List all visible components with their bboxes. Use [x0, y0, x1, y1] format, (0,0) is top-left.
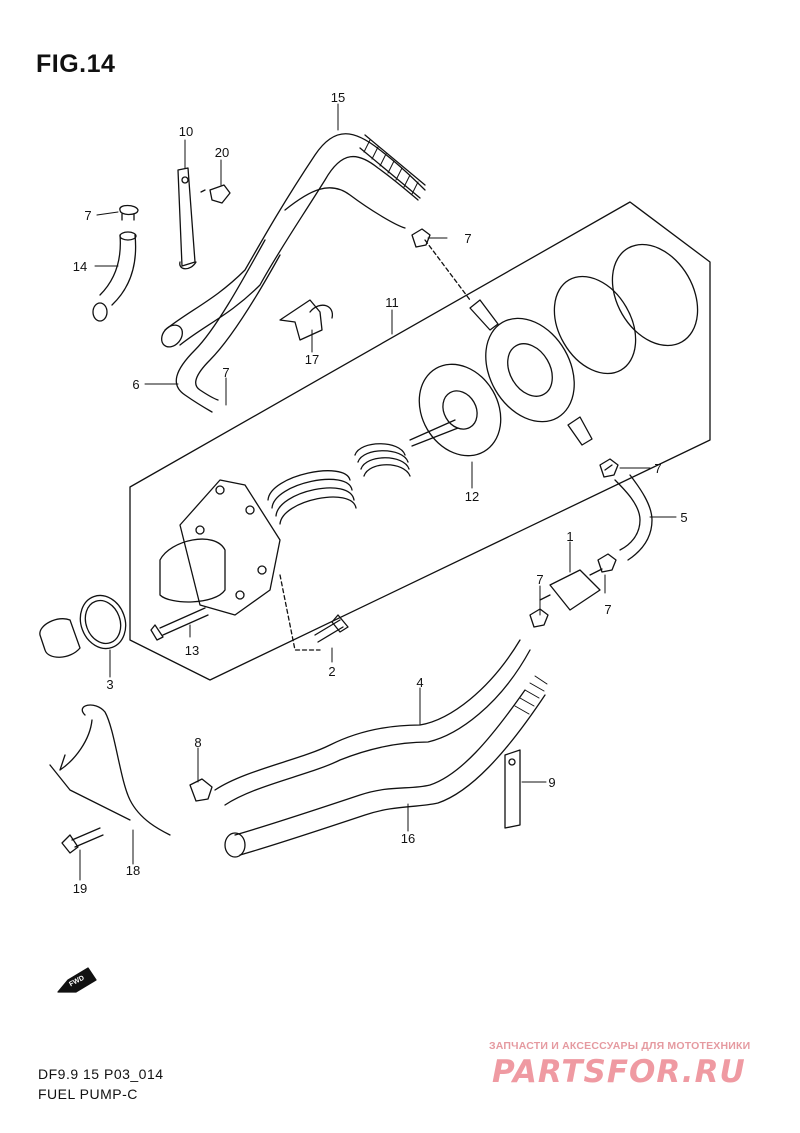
watermark-tagline: ЗАПЧАСТИ И АКСЕССУАРЫ ДЛЯ МОТОТЕХНИКИ	[489, 1040, 751, 1052]
hose-4	[214, 639, 531, 806]
diagram-name: FUEL PUMP-C	[38, 1086, 138, 1102]
assembly-outline-11	[129, 201, 711, 681]
callout-7: 7	[84, 208, 92, 223]
callout-1: 1	[566, 529, 574, 544]
pump-plate-1	[485, 317, 575, 423]
hose-clip-9	[504, 749, 521, 829]
callout-14: 14	[72, 259, 88, 274]
hose-6	[284, 187, 406, 229]
leader-lines	[79, 103, 677, 881]
clamp-7b	[411, 228, 431, 248]
clamp-7f	[597, 553, 617, 573]
callout-18: 18	[125, 863, 141, 878]
callout-7: 7	[536, 572, 544, 587]
callout-19: 19	[72, 881, 88, 896]
callout-7: 7	[654, 461, 662, 476]
callout-3: 3	[106, 677, 114, 692]
clamp-7a	[119, 204, 139, 221]
callout-16: 16	[400, 831, 416, 846]
hose-15	[164, 133, 426, 331]
callout-13: 13	[184, 643, 200, 658]
callout-9: 9	[548, 775, 556, 790]
figure-title: FIG.14	[36, 50, 116, 78]
callout-4: 4	[416, 675, 424, 690]
hose-5	[604, 464, 653, 561]
hose-14	[99, 234, 137, 306]
clamp-8	[189, 778, 213, 802]
callout-20: 20	[214, 145, 230, 160]
clamp-7c	[599, 458, 619, 478]
spring-large	[267, 470, 357, 525]
callout-11: 11	[385, 295, 399, 310]
callout-6: 6	[132, 377, 140, 392]
callout-10: 10	[178, 124, 194, 139]
callout-5: 5	[680, 510, 688, 525]
diaphragm-12	[418, 363, 502, 457]
pump-plate-3	[611, 243, 699, 347]
callout-17: 17	[304, 352, 320, 367]
filter-cap	[39, 618, 81, 658]
pump-plate-2	[553, 275, 637, 375]
callout-2: 2	[328, 664, 336, 679]
fuel-filter-1	[549, 569, 601, 611]
pump-body	[179, 479, 281, 616]
bracket-18	[49, 704, 171, 836]
clamp-7e	[529, 608, 549, 628]
callout-7: 7	[464, 231, 472, 246]
bracket-17	[279, 299, 333, 341]
fwd-arrow-icon	[57, 967, 97, 993]
model-code: DF9.9 15 P03_014	[38, 1066, 164, 1082]
bolt-13	[150, 607, 209, 641]
callout-12: 12	[464, 489, 480, 504]
callout-15: 15	[330, 90, 346, 105]
callout-7: 7	[604, 602, 612, 617]
callout-7: 7	[222, 365, 230, 380]
bolt-19	[61, 827, 104, 854]
watermark-logo: PARTSFOR.RU	[492, 1054, 746, 1090]
callout-8: 8	[194, 735, 202, 750]
o-ring-3	[79, 594, 127, 650]
hose-clip-10	[177, 167, 196, 267]
bolt-20	[200, 184, 231, 204]
bolt-2	[314, 614, 349, 643]
spring-small	[354, 443, 411, 477]
hose-16	[234, 689, 546, 856]
